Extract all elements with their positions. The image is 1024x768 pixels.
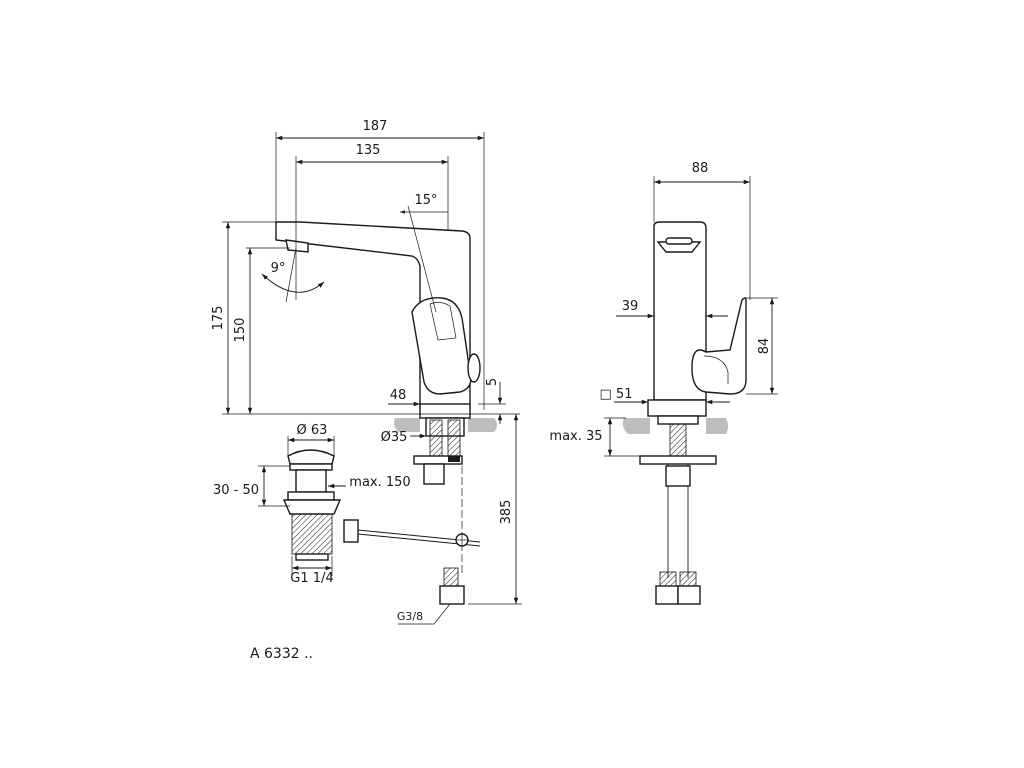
lever-inner [429,302,457,341]
deck-left [394,418,420,432]
waste-tail [295,553,329,561]
waste-collar [282,499,342,515]
rod-connector [343,519,359,543]
waste-stem [295,469,327,493]
side-lever-inner [703,355,729,384]
dim-diameter-35: Ø35 [381,430,408,445]
side-lever [691,297,747,395]
lever-knob [467,353,481,383]
dim-g38: G3/8 [397,610,423,623]
dim-diameter-63: Ø 63 [297,423,328,438]
faucet-base [419,403,471,419]
dim-135: 135 [356,143,381,158]
waste-cap [287,449,335,465]
spout-aerator [285,239,309,253]
dim-48: 48 [390,388,407,403]
side-mount-plate [639,455,717,465]
dim-angle-15: 15° [414,193,437,208]
side-base [647,399,707,417]
dim-5: 5 [485,378,500,386]
dim-max-150: max. 150 [349,475,410,490]
dim-30-50: 30 - 50 [213,483,259,498]
side-nut-a [655,585,679,605]
dim-150: 150 [233,318,248,343]
dim-39: 39 [622,299,639,314]
side-deck-left [622,418,650,434]
side-view: 88 39 84 □ 51 max. 35 [549,161,778,605]
model-code: A 6332 .. [250,646,313,662]
waste-thread [291,513,333,555]
side-deck-right [706,418,728,434]
dim-angle-9: 9° [271,261,286,276]
side-aerator-top [665,237,693,245]
mount-nut [423,463,445,485]
dim-max-35: max. 35 [549,429,602,444]
side-thread-a [659,571,677,587]
hose-nut [439,585,465,605]
threaded-rod-a [429,419,443,459]
side-nut-b [677,585,701,605]
side-threaded-rod [669,423,687,457]
popup-waste [282,449,481,561]
waste-cap-rim [289,463,333,471]
front-view: 187 135 15° 9° 175 150 48 5 Ø35 [211,119,522,625]
dim-88: 88 [692,161,709,176]
hose-thread [443,567,459,587]
side-mount [657,415,699,425]
deck-right [468,418,497,432]
dim-187: 187 [363,119,388,134]
waste-flange [287,491,335,501]
threaded-rod-b [447,419,461,459]
dim-51: □ 51 [600,387,633,402]
dim-385: 385 [499,500,514,525]
dim-g1-14: G1 1/4 [290,571,333,586]
dim-175: 175 [211,306,226,331]
side-clamp [665,465,691,487]
side-thread-b [679,571,697,587]
dim-84: 84 [757,338,772,355]
mount-clip [448,456,460,462]
